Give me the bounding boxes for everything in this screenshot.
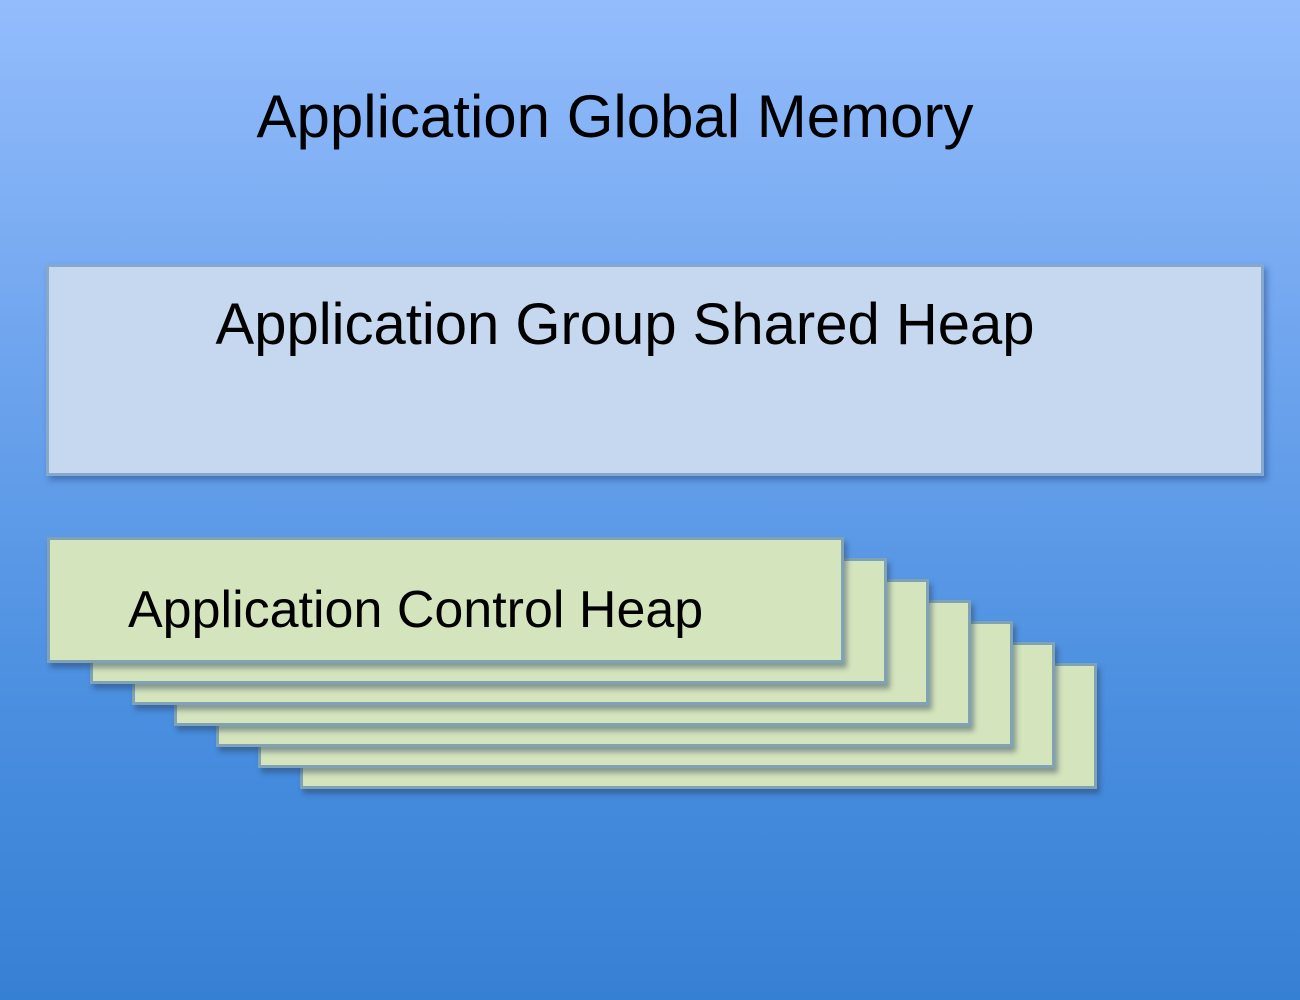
- control-heap-label: Application Control Heap: [128, 581, 704, 639]
- shared-heap-box: Application Group Shared Heap: [46, 264, 1264, 476]
- control-heap-box-front: Application Control Heap: [47, 537, 844, 663]
- global-memory-title: Application Global Memory: [256, 83, 974, 150]
- shared-heap-label: Application Group Shared Heap: [215, 292, 1035, 357]
